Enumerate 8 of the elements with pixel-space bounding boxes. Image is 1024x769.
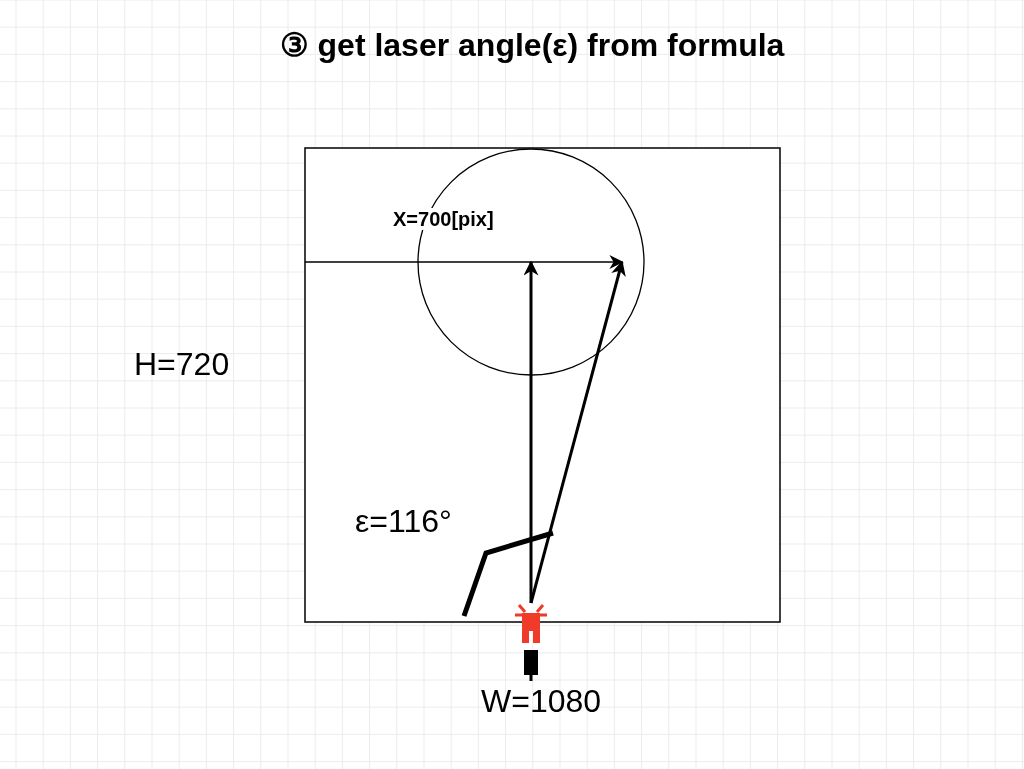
dimension-line (304, 255, 624, 269)
dimension-label: W=1080 (481, 684, 602, 720)
title: ③ get laser angle(ε) from formula (278, 26, 786, 65)
laser-pointer-drawing (514, 603, 548, 683)
dimension-label: H=720 (134, 347, 230, 383)
angle-label: ε=116° (355, 504, 452, 540)
arrow (529, 260, 626, 604)
dimension-label: X=700[pix] (393, 208, 494, 230)
